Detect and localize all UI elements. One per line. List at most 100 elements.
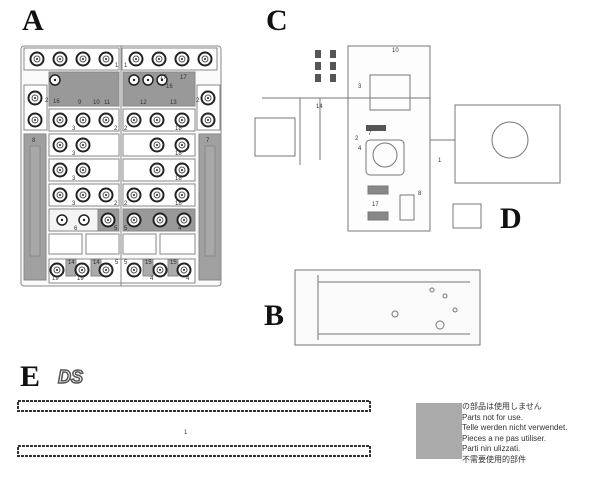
road-wheel bbox=[149, 187, 165, 203]
part-number: 15 bbox=[145, 260, 152, 266]
part-number: 3 bbox=[72, 176, 76, 182]
part-number: 5 bbox=[114, 226, 118, 232]
part-number: 10 bbox=[93, 100, 100, 106]
legend-line-zh: 不需要使用的部件 bbox=[462, 454, 526, 464]
road-wheel bbox=[126, 187, 142, 203]
part-number: 3 bbox=[72, 126, 76, 132]
road-wheel bbox=[149, 137, 165, 153]
part-number: 1 bbox=[124, 63, 128, 69]
part-number: 14 bbox=[68, 260, 75, 266]
label-e: E bbox=[20, 360, 40, 393]
part-number: 2 bbox=[114, 126, 118, 132]
label-b: B bbox=[264, 299, 284, 332]
hull-part-b bbox=[294, 269, 481, 346]
part-number: 9 bbox=[78, 100, 82, 106]
road-wheel bbox=[152, 262, 168, 278]
road-wheel bbox=[176, 212, 192, 228]
legend-line-de: Telle werden nicht verwendet. bbox=[462, 423, 568, 432]
part-number: 4 bbox=[150, 276, 154, 282]
road-wheel bbox=[200, 90, 216, 106]
legend-line-fr: Pieces a ne pas utiliser. bbox=[462, 433, 547, 443]
road-wheel bbox=[75, 112, 91, 128]
legend-line-it: Parti nin ulizzati. bbox=[462, 444, 521, 453]
road-wheel bbox=[52, 51, 68, 67]
part-number: 17 bbox=[372, 202, 379, 208]
road-wheel bbox=[174, 112, 190, 128]
part-number: 7 bbox=[368, 131, 372, 137]
part-number: 16 bbox=[166, 84, 173, 90]
road-wheel bbox=[98, 51, 114, 67]
road-wheel bbox=[98, 187, 114, 203]
part-number: 3 bbox=[72, 201, 76, 207]
road-wheel bbox=[174, 162, 190, 178]
part-number: 15 bbox=[170, 260, 177, 266]
part-number: 3 bbox=[72, 151, 76, 157]
part-number: 8 bbox=[32, 138, 36, 144]
sprocket-wheel bbox=[56, 214, 68, 226]
track-part-number: 1 bbox=[184, 430, 188, 436]
part-number: 18 bbox=[175, 176, 182, 182]
ds-logo: DS bbox=[58, 367, 83, 387]
road-wheel bbox=[29, 51, 45, 67]
road-wheel bbox=[174, 51, 190, 67]
part-number: 19 bbox=[52, 276, 59, 282]
road-wheel bbox=[176, 262, 192, 278]
road-wheel bbox=[52, 112, 68, 128]
part-number: 14 bbox=[93, 260, 100, 266]
road-wheel bbox=[152, 212, 168, 228]
road-wheel bbox=[27, 90, 43, 106]
part-number: 3 bbox=[358, 84, 362, 90]
track-links bbox=[17, 400, 371, 457]
sprocket-wheel bbox=[156, 74, 168, 86]
legend-line-en: Parts not for use. bbox=[462, 412, 523, 422]
road-wheel bbox=[174, 187, 190, 203]
part-number: 5 bbox=[115, 260, 119, 266]
part-number: 2 bbox=[114, 201, 118, 207]
part-number: 2 bbox=[124, 126, 128, 132]
road-wheel bbox=[75, 137, 91, 153]
part-number: 4 bbox=[358, 146, 362, 152]
unused-parts-swatch bbox=[416, 403, 462, 459]
road-wheel bbox=[98, 262, 114, 278]
road-wheel bbox=[52, 187, 68, 203]
label-c: C bbox=[266, 4, 288, 37]
road-wheel bbox=[100, 212, 116, 228]
road-wheel bbox=[126, 262, 142, 278]
road-wheel bbox=[74, 262, 90, 278]
part-number: 19 bbox=[77, 276, 84, 282]
part-number: 12 bbox=[140, 100, 147, 106]
part-number: 5 bbox=[124, 226, 128, 232]
road-wheel bbox=[75, 51, 91, 67]
part-number: 5 bbox=[124, 260, 128, 266]
road-wheel bbox=[126, 212, 142, 228]
road-wheel bbox=[149, 112, 165, 128]
part-number: 10 bbox=[392, 48, 399, 54]
sprocket-wheel bbox=[49, 74, 61, 86]
road-wheel bbox=[200, 112, 216, 128]
part-number: 4 bbox=[178, 226, 182, 232]
part-number: 17 bbox=[160, 75, 167, 81]
part-number: 18 bbox=[175, 201, 182, 207]
part-number: 6 bbox=[74, 226, 78, 232]
part-number: 4 bbox=[186, 276, 190, 282]
part-number: 14 bbox=[316, 104, 323, 110]
part-number: 1 bbox=[115, 63, 119, 69]
road-wheel bbox=[126, 112, 142, 128]
road-wheel bbox=[174, 137, 190, 153]
road-wheel bbox=[128, 51, 144, 67]
sprue-c bbox=[254, 45, 561, 232]
part-number: 8 bbox=[418, 191, 422, 197]
sprocket-wheel bbox=[128, 74, 140, 86]
part-number: 13 bbox=[170, 100, 177, 106]
part-number: 17 bbox=[180, 75, 187, 81]
road-wheel bbox=[52, 162, 68, 178]
part-number: 2 bbox=[45, 98, 49, 104]
part-number: 18 bbox=[175, 151, 182, 157]
part-number: 18 bbox=[175, 126, 182, 132]
part-number: 2 bbox=[355, 136, 359, 142]
part-number: 7 bbox=[206, 138, 210, 144]
label-a: A bbox=[22, 4, 44, 37]
road-wheel bbox=[49, 262, 65, 278]
